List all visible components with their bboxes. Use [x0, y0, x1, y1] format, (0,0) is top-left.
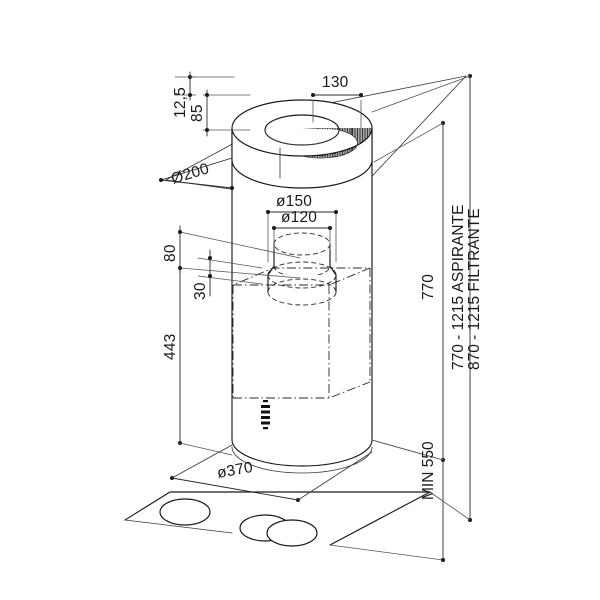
dim-label-130: 130	[322, 74, 349, 91]
dimension-30: 30	[192, 249, 263, 300]
dim-label-30: 30	[192, 282, 209, 300]
dim-label-443: 443	[162, 334, 179, 360]
dim-label-filtrante: 870 - 1215 FILTRANTE	[466, 208, 483, 370]
dimension-120: ø120	[272, 209, 332, 251]
dimension-range: 770 - 1215 ASPIRANTE 870 - 1215 FILTRANT…	[371, 74, 483, 522]
dim-label-370: ø370	[216, 459, 255, 482]
dimension-443: 443	[162, 267, 233, 456]
dim-label-120: ø120	[281, 209, 317, 226]
cooktop-plane	[124, 491, 431, 546]
dim-label-min-550: MIN 550	[420, 441, 437, 500]
dim-label-12-5: 12,5	[172, 87, 189, 118]
dim-label-150: ø150	[276, 193, 312, 210]
dimension-min-550: MIN 550	[329, 439, 445, 562]
burner-right	[266, 519, 318, 547]
cooktop-burners	[159, 498, 318, 547]
top-ring-torus	[231, 99, 373, 189]
ext-cooktop-right	[429, 491, 471, 521]
dim-label-85: 85	[189, 104, 206, 122]
dim-label-80: 80	[162, 244, 179, 262]
dimension-85: 85	[189, 89, 251, 137]
dim-label-770: 770	[420, 274, 437, 300]
dimension-370: ø370	[170, 444, 373, 502]
dimension-770: 770	[371, 121, 445, 462]
burner-left	[159, 498, 211, 526]
hood-body-cylinder	[231, 439, 373, 474]
dimension-200: Ø200	[159, 157, 234, 190]
dimension-130: 130	[311, 74, 363, 129]
dimension-80: 80	[162, 225, 301, 279]
control-panel-buttons[interactable]	[261, 400, 270, 430]
dim-label-aspirante: 770 - 1215 ASPIRANTE	[450, 205, 467, 370]
dimension-150: ø150	[266, 193, 338, 263]
hidden-filter-box	[232, 267, 371, 399]
grille-inner-edge	[301, 129, 358, 159]
